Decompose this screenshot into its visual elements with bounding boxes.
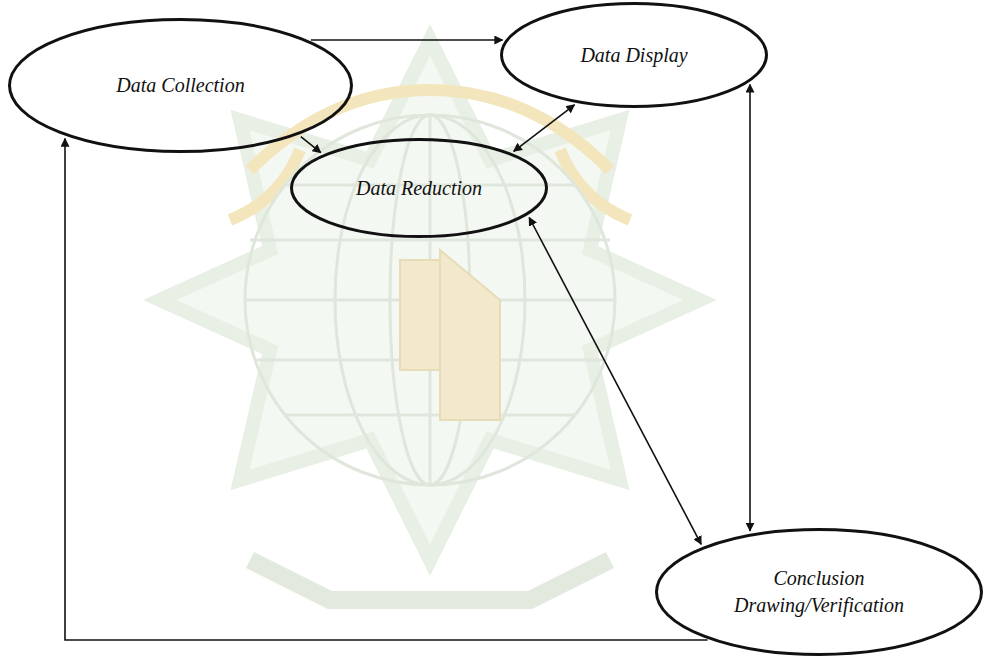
watermark-star [160,40,700,560]
node-text-group: Data Display [580,42,687,69]
watermark-globe [245,115,615,485]
ellipse-node: Data Reduction [290,138,548,238]
arrow-connector [65,139,708,640]
arrow-connector [301,137,321,153]
watermark-building [400,250,500,420]
node-label: Conclusion Drawing/Verification [698,565,941,619]
node-label: Data Collection [116,72,244,99]
ellipse-node: Data Collection [8,18,353,153]
ellipse-outline [655,528,983,656]
node-text-group: Data Collection [116,72,244,99]
node-label: Data Reduction [356,175,482,202]
watermark-base [250,560,610,600]
node-text-group: Data Reduction [356,175,482,202]
ellipse-node: Data Display [500,2,768,108]
arrow-connector [311,39,503,41]
arrow-connector [514,105,575,152]
arrow-connector [529,218,701,545]
ellipse-node: Conclusion Drawing/Verification [655,528,983,656]
node-text-group: Conclusion Drawing/Verification [698,565,941,619]
node-label: Data Display [580,42,687,69]
arrow-connector [749,85,751,531]
